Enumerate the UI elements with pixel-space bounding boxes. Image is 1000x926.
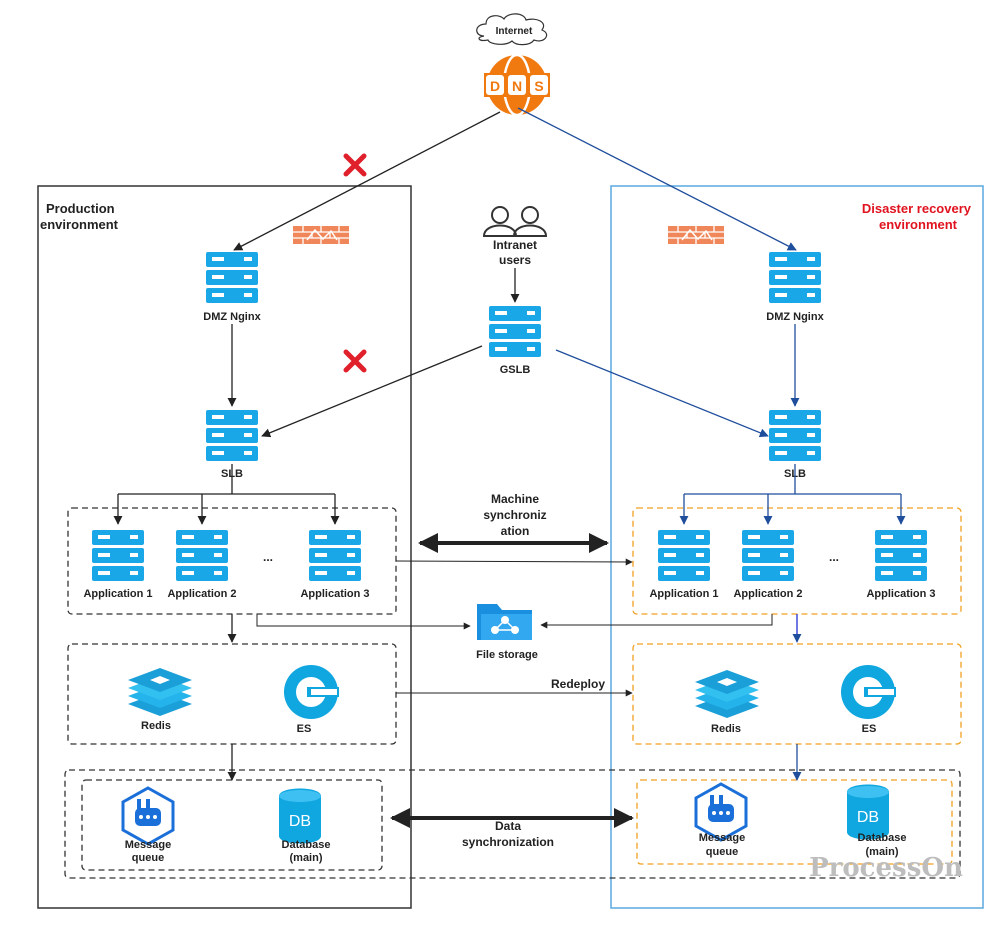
arrow-dr-to-file-storage — [540, 614, 773, 629]
firewall-icon-prod — [292, 225, 350, 245]
dr-mq-label-line1: Message — [699, 832, 745, 844]
blocked-icon-top — [343, 153, 367, 177]
dr-ellipsis: ... — [829, 550, 839, 564]
prod-mq-label-line2: queue — [132, 852, 164, 864]
dr-db-label-line1: Database — [858, 832, 907, 844]
watermark-logo: ProcessOn — [809, 853, 963, 883]
internet-label: Internet — [496, 26, 533, 37]
prod-redis-icon — [128, 668, 192, 716]
dns-letter-n: N — [512, 78, 522, 94]
dns-icon — [484, 53, 550, 117]
machine-sync-line2: synchroniz — [483, 508, 546, 522]
file-storage-label: File storage — [476, 649, 538, 661]
dr-frame — [610, 185, 984, 909]
dr-title-line2: environment — [879, 217, 958, 232]
dr-redis-label: Redis — [711, 723, 741, 735]
prod-db-icon-text: DB — [289, 813, 311, 830]
data-sync-line2: synchronization — [462, 835, 554, 849]
redeploy-label: Redeploy — [551, 677, 605, 691]
prod-app1-server-icon — [92, 530, 144, 581]
intranet-label-line2: users — [499, 253, 531, 267]
dr-slb-server-icon — [769, 410, 821, 461]
prod-dmz-server-icon — [206, 252, 258, 303]
prod-slb-fanout — [113, 464, 340, 525]
prod-title-line1: Production — [46, 201, 115, 216]
prod-app3-server-icon — [309, 530, 361, 581]
prod-app2-server-icon — [176, 530, 228, 581]
firewall-icon-dr — [667, 225, 725, 245]
cloud-icon — [476, 13, 548, 46]
dr-title-line1: Disaster recovery — [862, 201, 972, 216]
prod-mq-icon — [121, 786, 175, 846]
dr-redis-icon — [695, 670, 759, 718]
dr-cache-group — [632, 643, 962, 745]
arrow-prod-to-file-storage — [256, 614, 471, 630]
dns-letter-s: S — [534, 78, 543, 94]
prod-es-icon — [284, 665, 339, 719]
machine-sync-line3: ation — [501, 524, 530, 538]
dr-slb-fanout — [679, 464, 906, 525]
dr-db-label-line2: (main) — [866, 846, 899, 858]
prod-app3-label: Application 3 — [300, 588, 369, 600]
dr-app2-server-icon — [742, 530, 794, 581]
dr-db-icon-text: DB — [857, 809, 879, 826]
prod-redis-label: Redis — [141, 720, 171, 732]
machine-sync-line1: Machine — [491, 492, 539, 506]
dr-app3-server-icon — [875, 530, 927, 581]
arrow-prod-apps-dr-apps — [395, 558, 633, 566]
data-sync-line1: Data — [495, 819, 521, 833]
prod-db-label-line2: (main) — [290, 852, 323, 864]
gslb-server-icon — [489, 306, 541, 357]
dr-app1-label: Application 1 — [649, 588, 718, 600]
blocked-icon-gslb — [343, 349, 367, 373]
dr-app2-label: Application 2 — [733, 588, 802, 600]
prod-title-line2: environment — [40, 217, 119, 232]
arrow-gslb-dr-slb — [555, 349, 769, 438]
dr-es-icon — [841, 665, 896, 719]
arrow-dns-prod — [233, 111, 501, 251]
dr-data-group — [636, 779, 953, 865]
dr-app1-server-icon — [658, 530, 710, 581]
gslb-label: GSLB — [500, 364, 531, 376]
file-storage-icon — [477, 604, 532, 640]
data-group — [64, 769, 961, 879]
prod-slb-server-icon — [206, 410, 258, 461]
dr-dmz-server-icon — [769, 252, 821, 303]
prod-es-label: ES — [297, 723, 312, 735]
dr-mq-label-line2: queue — [706, 846, 738, 858]
prod-dmz-label: DMZ Nginx — [203, 311, 261, 323]
production-frame — [37, 185, 412, 909]
prod-mq-label-line1: Message — [125, 839, 171, 851]
prod-ellipsis: ... — [263, 550, 273, 564]
dr-es-label: ES — [862, 723, 877, 735]
intranet-label-line1: Intranet — [493, 238, 537, 252]
dns-letter-d: D — [490, 78, 500, 94]
prod-app2-label: Application 2 — [167, 588, 236, 600]
arrow-dns-dr — [517, 107, 797, 251]
dr-dmz-label: DMZ Nginx — [766, 311, 824, 323]
users-icon — [482, 206, 548, 237]
prod-db-label-line1: Database — [282, 839, 331, 851]
prod-app1-label: Application 1 — [83, 588, 152, 600]
dr-app3-label: Application 3 — [866, 588, 935, 600]
prod-cache-group — [67, 643, 397, 745]
arrow-gslb-prod-slb — [261, 345, 483, 438]
